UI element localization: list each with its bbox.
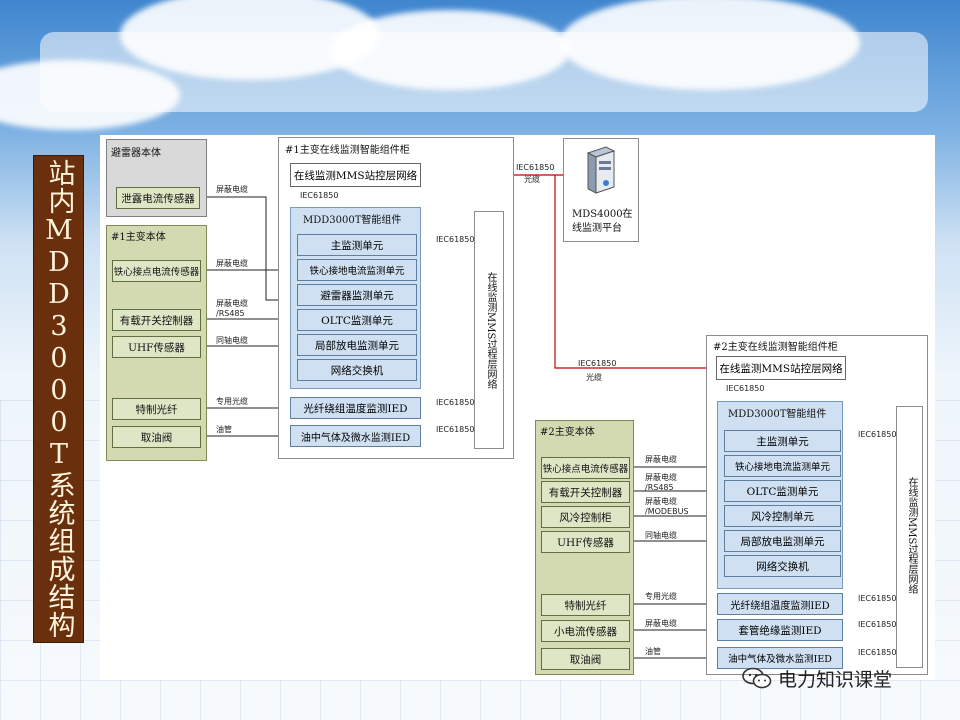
cable-label: 屏蔽电缆: [216, 299, 248, 308]
ied-fiber-temp: 光纤绕组温度监测IED: [290, 397, 421, 419]
link-platform-mms2: [554, 175, 717, 369]
cable-label: 同轴电缆: [645, 531, 677, 540]
transformer1-title: #1主变本体: [111, 232, 166, 243]
platform-name-1: MDS4000在: [572, 209, 633, 220]
transformer2-title: #2主变本体: [540, 427, 595, 438]
cable-label: 屏蔽电缆: [645, 619, 677, 628]
oltc-controller: 有载开关控制器: [541, 481, 630, 503]
platform-name-2: 线监测平台: [572, 223, 622, 234]
cable-label: 屏蔽电缆: [645, 455, 677, 464]
transformer1-body-group: #1主变本体 铁心接点电流传感器 有载开关控制器 UHF传感器 特制光纤 取油阀: [106, 225, 207, 461]
oil-valve: 取油阀: [541, 648, 630, 670]
cable-label: 屏蔽电缆: [645, 473, 677, 482]
oil-valve: 取油阀: [112, 426, 201, 448]
unit-oltc: OLTC监测单元: [297, 309, 417, 331]
unit-main: 主监测单元: [297, 234, 417, 256]
cable-label: 油管: [216, 425, 232, 434]
iec-label: IEC61850: [578, 359, 617, 368]
monitoring-platform: MDS4000在 线监测平台: [563, 138, 639, 242]
cabinet1-component-title: MDD3000T智能组件: [303, 215, 402, 226]
unit-arrester: 避雷器监测单元: [297, 284, 417, 306]
leakage-current-sensor: 泄露电流传感器: [116, 187, 200, 209]
cable-label: 屏蔽电缆: [216, 185, 248, 194]
iec-label: IEC61850: [436, 235, 475, 244]
arrester-body-group: 避雷器本体 泄露电流传感器: [106, 139, 207, 217]
cabinet2-title: #2主变在线监测智能组件柜: [713, 342, 838, 353]
iec-label: IEC61850: [300, 191, 339, 200]
unit-pd: 局部放电监测单元: [297, 334, 417, 356]
cabinet2-process-network: 在线监测MMS过程层网络: [896, 406, 923, 668]
ied-oil-gas: 油中气体及微水监测IED: [717, 647, 843, 669]
iec-label: IEC61850: [516, 163, 555, 172]
ied-oil-gas: 油中气体及微水监测IED: [290, 425, 421, 447]
iec-label: IEC61850: [858, 620, 897, 629]
special-fiber: 特制光纤: [541, 594, 630, 616]
transformer2-body-group: #2主变本体 铁心接点电流传感器 有载开关控制器 风冷控制柜 UHF传感器 特制…: [535, 420, 634, 675]
uhf-sensor: UHF传感器: [541, 531, 630, 553]
cable-label: /RS485: [216, 309, 245, 318]
cabinet2-mms-network: 在线监测MMS站控层网络: [716, 356, 846, 380]
iec-label: IEC61850: [858, 430, 897, 439]
unit-switch: 网络交换机: [297, 359, 417, 381]
special-fiber: 特制光纤: [112, 398, 201, 420]
core-current-sensor: 铁心接点电流传感器: [541, 457, 630, 479]
unit-switch: 网络交换机: [724, 555, 841, 577]
iec-label: IEC61850: [436, 398, 475, 407]
cabinet2-component-title: MDD3000T智能组件: [728, 409, 827, 420]
cabinet1-process-network: 在线监测MMS过程层网络: [474, 211, 504, 449]
fiber-label: 光缆: [524, 175, 540, 184]
iec-label: IEC61850: [436, 425, 475, 434]
watermark-text: 电力知识课堂: [778, 668, 893, 691]
cabinet1-mms-network: 在线监测MMS站控层网络: [290, 163, 421, 187]
wechat-icon: [742, 667, 772, 689]
diagram-canvas: 避雷器本体 泄露电流传感器 #1主变本体 铁心接点电流传感器 有载开关控制器 U…: [100, 135, 935, 680]
cable-label: /RS485: [645, 483, 674, 492]
watermark: 电力知识课堂: [742, 664, 892, 692]
ied-fiber-temp: 光纤绕组温度监测IED: [717, 593, 843, 615]
unit-oltc: OLTC监测单元: [724, 480, 841, 502]
unit-core: 铁心接地电流监测单元: [297, 259, 417, 281]
uhf-sensor: UHF传感器: [112, 336, 201, 358]
arrester-body-title: 避雷器本体: [111, 148, 161, 159]
cable-label: 专用光缆: [645, 592, 677, 601]
cable-label: 屏蔽电缆: [645, 497, 677, 506]
process-network-label: 在线监测MMS过程层网络: [906, 477, 917, 595]
unit-pd: 局部放电监测单元: [724, 530, 841, 552]
cabinet1-title: #1主变在线监测智能组件柜: [285, 145, 410, 156]
server-icon: [586, 146, 616, 194]
process-network-label: 在线监测MMS过程层网络: [485, 272, 496, 390]
cable-label: /MODEBUS: [645, 507, 689, 516]
cable-label: 屏蔽电缆: [216, 259, 248, 268]
oltc-controller: 有载开关控制器: [112, 309, 201, 331]
unit-fan: 风冷控制单元: [724, 505, 841, 527]
cable-label: 专用光缆: [216, 397, 248, 406]
unit-main: 主监测单元: [724, 430, 841, 452]
slide-title-text: 站内MDD3000T系统组成结构: [43, 159, 75, 639]
iec-label: IEC61850: [726, 384, 765, 393]
cable-label: 油管: [645, 647, 661, 656]
fiber-label: 光缆: [586, 373, 602, 382]
slide-title: 站内MDD3000T系统组成结构: [33, 155, 84, 643]
title-bar: [40, 32, 928, 112]
iec-label: IEC61850: [858, 594, 897, 603]
core-current-sensor: 铁心接点电流传感器: [112, 260, 201, 282]
cable-label: 同轴电缆: [216, 336, 248, 345]
unit-core: 铁心接地电流监测单元: [724, 455, 841, 477]
fan-control-cabinet: 风冷控制柜: [541, 506, 630, 528]
iec-label: IEC61850: [858, 648, 897, 657]
ied-bushing: 套管绝缘监测IED: [717, 619, 843, 641]
small-current-sensor: 小电流传感器: [541, 620, 630, 642]
